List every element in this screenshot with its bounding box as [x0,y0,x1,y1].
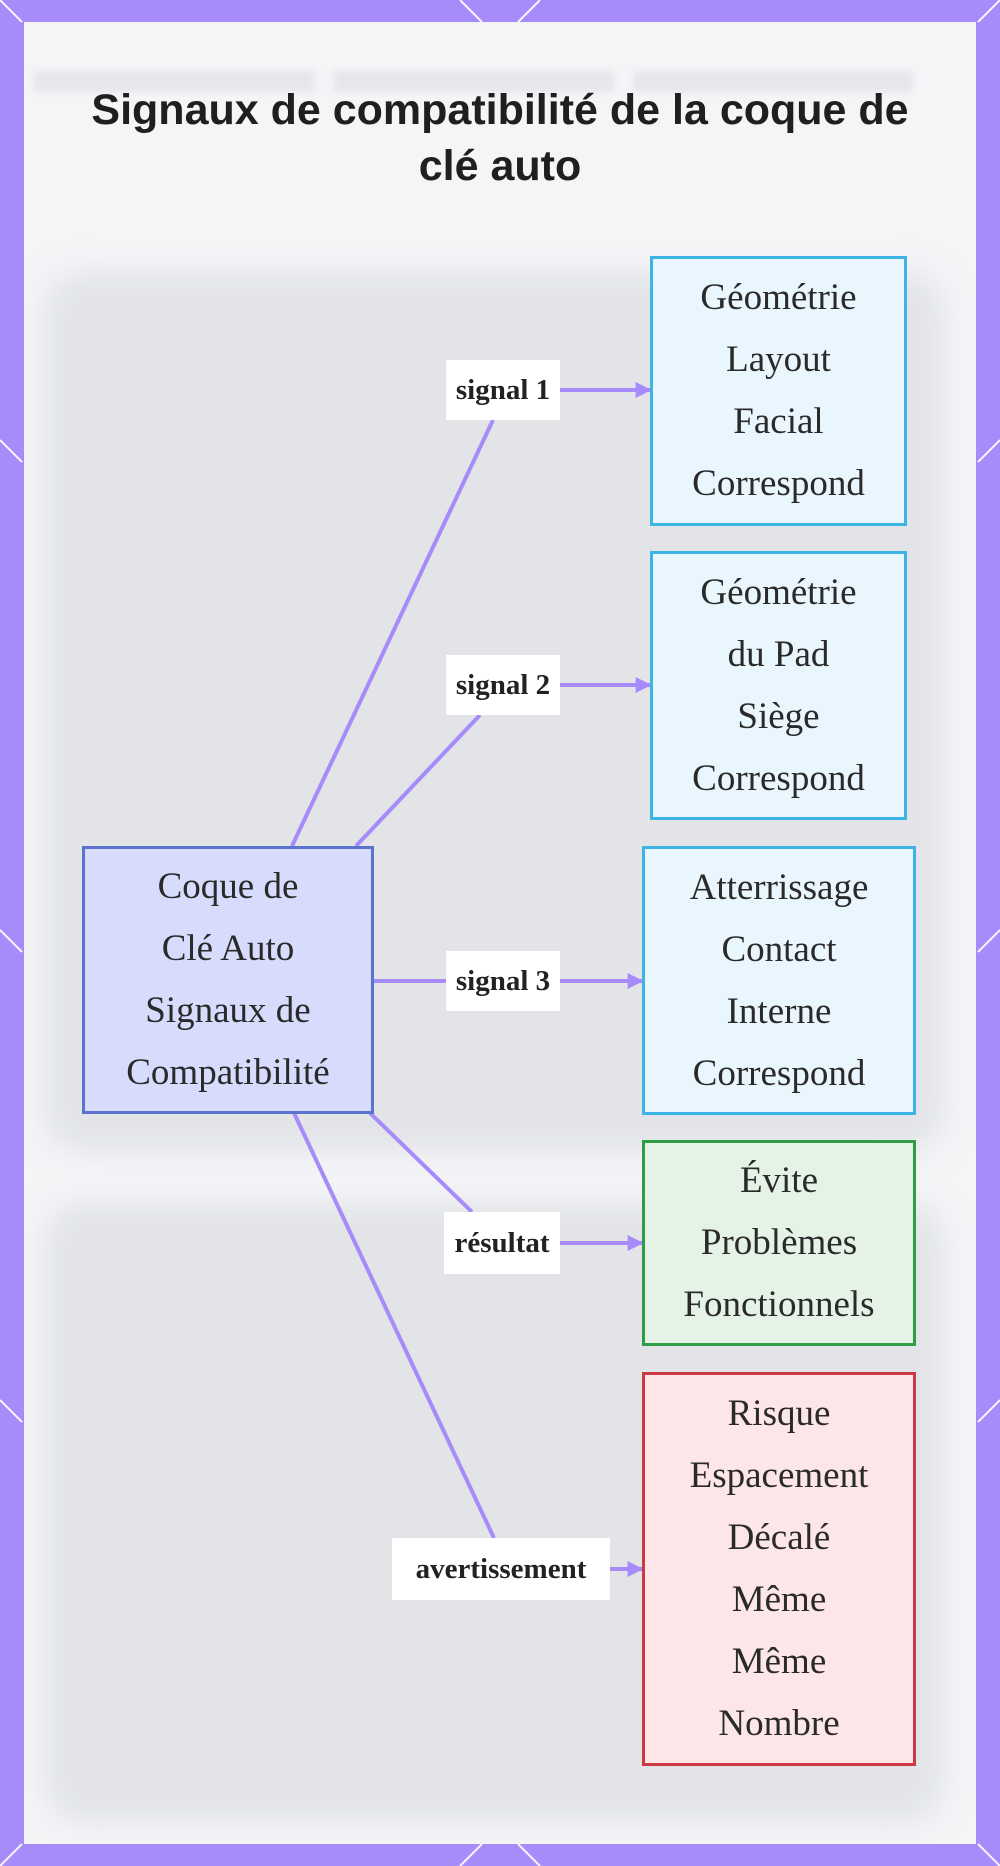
node-line: Facial [733,401,824,442]
edge-result [368,1111,474,1214]
edge-label-warning: avertissement [392,1538,610,1600]
edge-warning [292,1112,496,1539]
node-result[interactable]: Évite Problèmes Fonctionnels [642,1140,916,1346]
node-line: Correspond [692,1052,866,1094]
center-node-line: Signaux de [145,990,311,1031]
edge-signal-1 [290,419,495,847]
edge-label-signal-3: signal 3 [446,951,560,1011]
edge-label-result: résultat [444,1212,560,1274]
node-line: du Pad [727,633,830,675]
node-line: Espacement [689,1455,869,1496]
edge-label-signal-1: signal 1 [446,360,560,420]
node-signal-3[interactable]: Atterrissage Contact Interne Correspond [642,846,916,1115]
center-node-line: Coque de [157,866,299,907]
node-line: Correspond [692,463,865,504]
node-signal-1[interactable]: Géométrie Layout Facial Correspond [650,256,907,526]
node-line: Même [731,1579,827,1620]
node-line: Fonctionnels [683,1284,875,1325]
node-warning[interactable]: Risque Espacement Décalé Même Même Nombr… [642,1372,916,1766]
node-line: Layout [726,339,831,380]
node-line: Évite [739,1160,819,1201]
node-line: Contact [721,928,837,970]
edge-label-signal-2: signal 2 [446,655,560,715]
center-node[interactable]: Coque de Clé Auto Signaux de Compatibili… [82,846,374,1114]
node-line: Atterrissage [689,866,869,908]
node-line: Géométrie [700,571,857,613]
node-line: Correspond [692,757,865,799]
node-line: Décalé [727,1517,831,1558]
center-node-line: Compatibilité [126,1052,330,1093]
node-signal-2[interactable]: Géométrie du Pad Siège Correspond [650,551,907,820]
node-line: Même [731,1641,827,1682]
edge-signal-2 [354,713,482,848]
node-line: Nombre [718,1703,840,1744]
node-line: Problèmes [700,1222,858,1263]
node-line: Interne [726,990,832,1032]
center-node-line: Clé Auto [161,928,295,969]
diagram-title: Signaux de compatibilité de la coque de … [91,86,909,190]
node-line: Siège [737,695,820,737]
node-line: Risque [727,1393,831,1434]
node-line: Géométrie [700,277,857,318]
background-ghost-text: ▬▬▬▬ ▬▬▬▬ ▬▬▬▬ [34,29,913,107]
